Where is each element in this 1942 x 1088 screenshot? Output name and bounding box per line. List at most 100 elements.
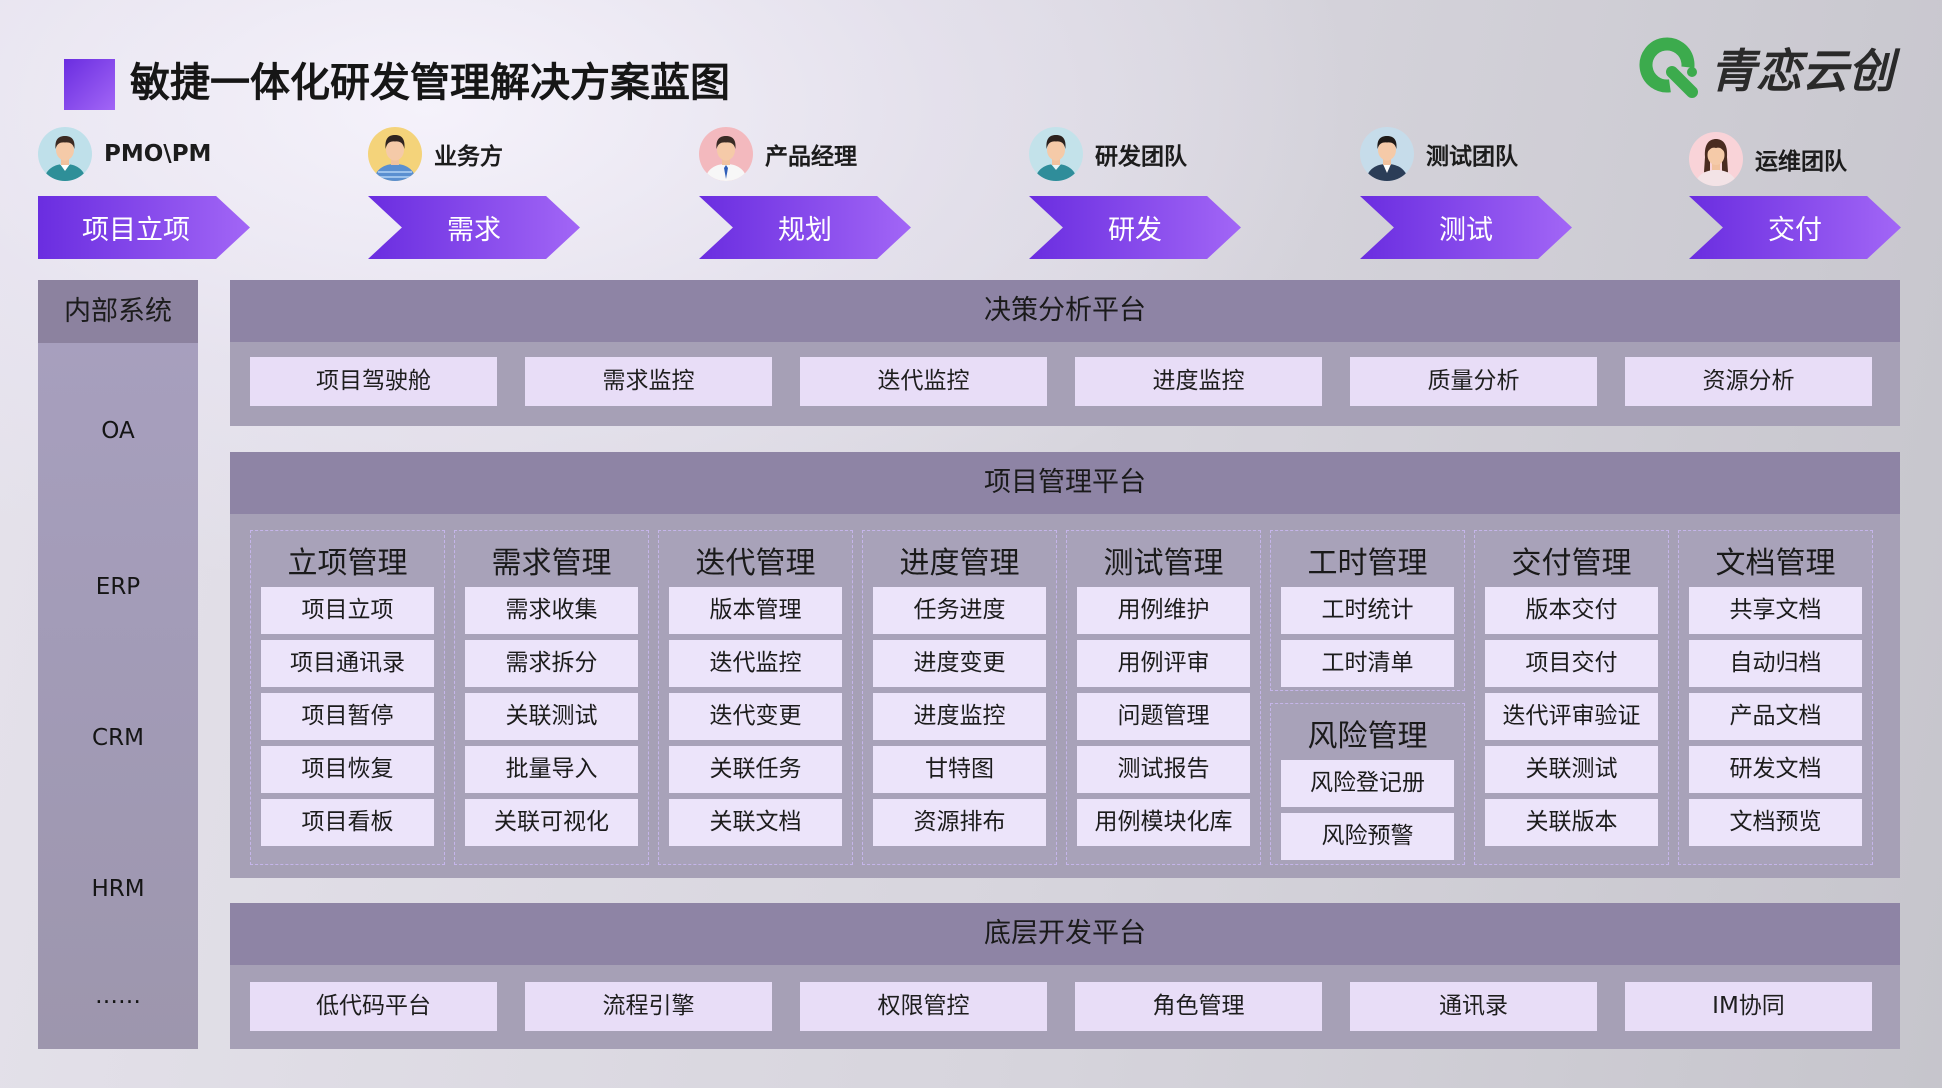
module-group-column: 工时管理 工时统计 工时清单 风险管理 风险登记册 风险预警 xyxy=(1270,530,1465,865)
persona-pmo-pm: PMO\PM xyxy=(38,127,211,181)
module-item: 风险登记册 xyxy=(1281,760,1454,807)
group-title: 工时管理 xyxy=(1307,546,1428,581)
module-card: 权限管控 xyxy=(800,982,1047,1031)
module-card: 低代码平台 xyxy=(250,982,497,1031)
module-row: 项目驾驶舱 需求监控 迭代监控 进度监控 质量分析 资源分析 xyxy=(250,357,1872,406)
module-item: 需求拆分 xyxy=(465,640,638,687)
module-card: 通讯录 xyxy=(1350,982,1597,1031)
phase-project-initiation: 项目立项 xyxy=(38,196,250,259)
module-group: 工时管理 工时统计 工时清单 xyxy=(1270,530,1465,691)
module-card: 流程引擎 xyxy=(525,982,772,1031)
internal-system-item: HRM xyxy=(91,876,145,902)
persona-product-manager: 产品经理 xyxy=(699,127,857,181)
persona-dev-team: 研发团队 xyxy=(1029,127,1187,181)
module-item: 迭代评审验证 xyxy=(1485,693,1658,740)
module-item: 项目暂停 xyxy=(261,693,434,740)
page-title: 敏捷一体化研发管理解决方案蓝图 xyxy=(130,60,730,106)
module-item: 版本交付 xyxy=(1485,587,1658,634)
module-group: 立项管理 项目立项 项目通讯录 项目暂停 项目恢复 项目看板 xyxy=(250,530,445,865)
platform-title: 项目管理平台 xyxy=(230,452,1900,514)
persona-ops-team: 运维团队 xyxy=(1689,132,1847,186)
module-item: 关联可视化 xyxy=(465,799,638,846)
test-team-avatar-icon xyxy=(1360,127,1414,181)
module-item: 工时清单 xyxy=(1281,640,1454,687)
internal-system-item: CRM xyxy=(92,725,144,751)
internal-system-item: …… xyxy=(95,983,141,1009)
module-item: 项目立项 xyxy=(261,587,434,634)
group-title: 立项管理 xyxy=(287,546,408,581)
persona-label: 运维团队 xyxy=(1755,149,1847,175)
module-item: 批量导入 xyxy=(465,746,638,793)
phase-requirements: 需求 xyxy=(368,196,580,259)
module-item: 关联文档 xyxy=(669,799,842,846)
module-item: 迭代监控 xyxy=(669,640,842,687)
internal-system-item: ERP xyxy=(95,574,141,600)
module-groups: 立项管理 项目立项 项目通讯录 项目暂停 项目恢复 项目看板 需求管理 需求收集… xyxy=(250,530,1873,865)
module-item: 关联版本 xyxy=(1485,799,1658,846)
module-item: 测试报告 xyxy=(1077,746,1250,793)
persona-label: PMO\PM xyxy=(104,141,212,167)
module-card: 进度监控 xyxy=(1075,357,1322,406)
module-item: 自动归档 xyxy=(1689,640,1862,687)
module-item: 迭代变更 xyxy=(669,693,842,740)
module-item: 研发文档 xyxy=(1689,746,1862,793)
module-item: 工时统计 xyxy=(1281,587,1454,634)
module-card: 项目驾驶舱 xyxy=(250,357,497,406)
logo-text: 青恋云创 xyxy=(1710,44,1894,98)
group-title: 迭代管理 xyxy=(695,546,816,581)
platform-title: 决策分析平台 xyxy=(230,280,1900,342)
module-item: 用例评审 xyxy=(1077,640,1250,687)
module-group: 迭代管理 版本管理 迭代监控 迭代变更 关联任务 关联文档 xyxy=(658,530,853,865)
persona-business: 业务方 xyxy=(368,127,503,181)
group-title: 文档管理 xyxy=(1715,546,1836,581)
title-square-icon xyxy=(64,59,115,110)
persona-label: 测试团队 xyxy=(1426,144,1518,170)
module-row: 低代码平台 流程引擎 权限管控 角色管理 通讯录 IM协同 xyxy=(250,982,1872,1031)
module-item: 资源排布 xyxy=(873,799,1046,846)
product-manager-avatar-icon xyxy=(699,127,753,181)
group-title: 测试管理 xyxy=(1103,546,1224,581)
phase-testing: 测试 xyxy=(1360,196,1572,259)
dev-team-avatar-icon xyxy=(1029,127,1083,181)
platform-title: 底层开发平台 xyxy=(230,903,1900,965)
module-item: 风险预警 xyxy=(1281,813,1454,860)
module-item: 项目通讯录 xyxy=(261,640,434,687)
module-item: 关联任务 xyxy=(669,746,842,793)
persona-test-team: 测试团队 xyxy=(1360,127,1518,181)
pmo-pm-avatar-icon xyxy=(38,127,92,181)
module-group: 进度管理 任务进度 进度变更 进度监控 甘特图 资源排布 xyxy=(862,530,1057,865)
module-item: 项目交付 xyxy=(1485,640,1658,687)
business-avatar-icon xyxy=(368,127,422,181)
internal-systems-panel: 内部系统 OA ERP CRM HRM …… xyxy=(38,280,198,1049)
module-item: 项目恢复 xyxy=(261,746,434,793)
module-item: 用例维护 xyxy=(1077,587,1250,634)
module-item: 项目看板 xyxy=(261,799,434,846)
module-item: 需求收集 xyxy=(465,587,638,634)
persona-label: 产品经理 xyxy=(765,144,857,170)
module-item: 进度监控 xyxy=(873,693,1046,740)
module-item: 产品文档 xyxy=(1689,693,1862,740)
module-card: 角色管理 xyxy=(1075,982,1322,1031)
phase-delivery: 交付 xyxy=(1689,196,1901,259)
module-item: 用例模块化库 xyxy=(1077,799,1250,846)
module-item: 任务进度 xyxy=(873,587,1046,634)
module-group: 需求管理 需求收集 需求拆分 关联测试 批量导入 关联可视化 xyxy=(454,530,649,865)
module-card: 需求监控 xyxy=(525,357,772,406)
group-title: 风险管理 xyxy=(1307,719,1428,754)
module-card: 质量分析 xyxy=(1350,357,1597,406)
group-title: 交付管理 xyxy=(1511,546,1632,581)
module-item: 关联测试 xyxy=(1485,746,1658,793)
module-card: IM协同 xyxy=(1625,982,1872,1031)
module-item: 甘特图 xyxy=(873,746,1046,793)
logo: 青恋云创 xyxy=(1634,32,1894,104)
decision-analysis-platform: 决策分析平台 项目驾驶舱 需求监控 迭代监控 进度监控 质量分析 资源分析 xyxy=(230,280,1900,426)
ops-team-avatar-icon xyxy=(1689,132,1743,186)
module-card: 迭代监控 xyxy=(800,357,1047,406)
persona-label: 业务方 xyxy=(434,144,503,170)
module-group: 测试管理 用例维护 用例评审 问题管理 测试报告 用例模块化库 xyxy=(1066,530,1261,865)
internal-systems-title: 内部系统 xyxy=(38,280,198,343)
module-item: 版本管理 xyxy=(669,587,842,634)
risk-module-group: 风险管理 风险登记册 风险预警 xyxy=(1270,703,1465,865)
phase-planning: 规划 xyxy=(699,196,911,259)
